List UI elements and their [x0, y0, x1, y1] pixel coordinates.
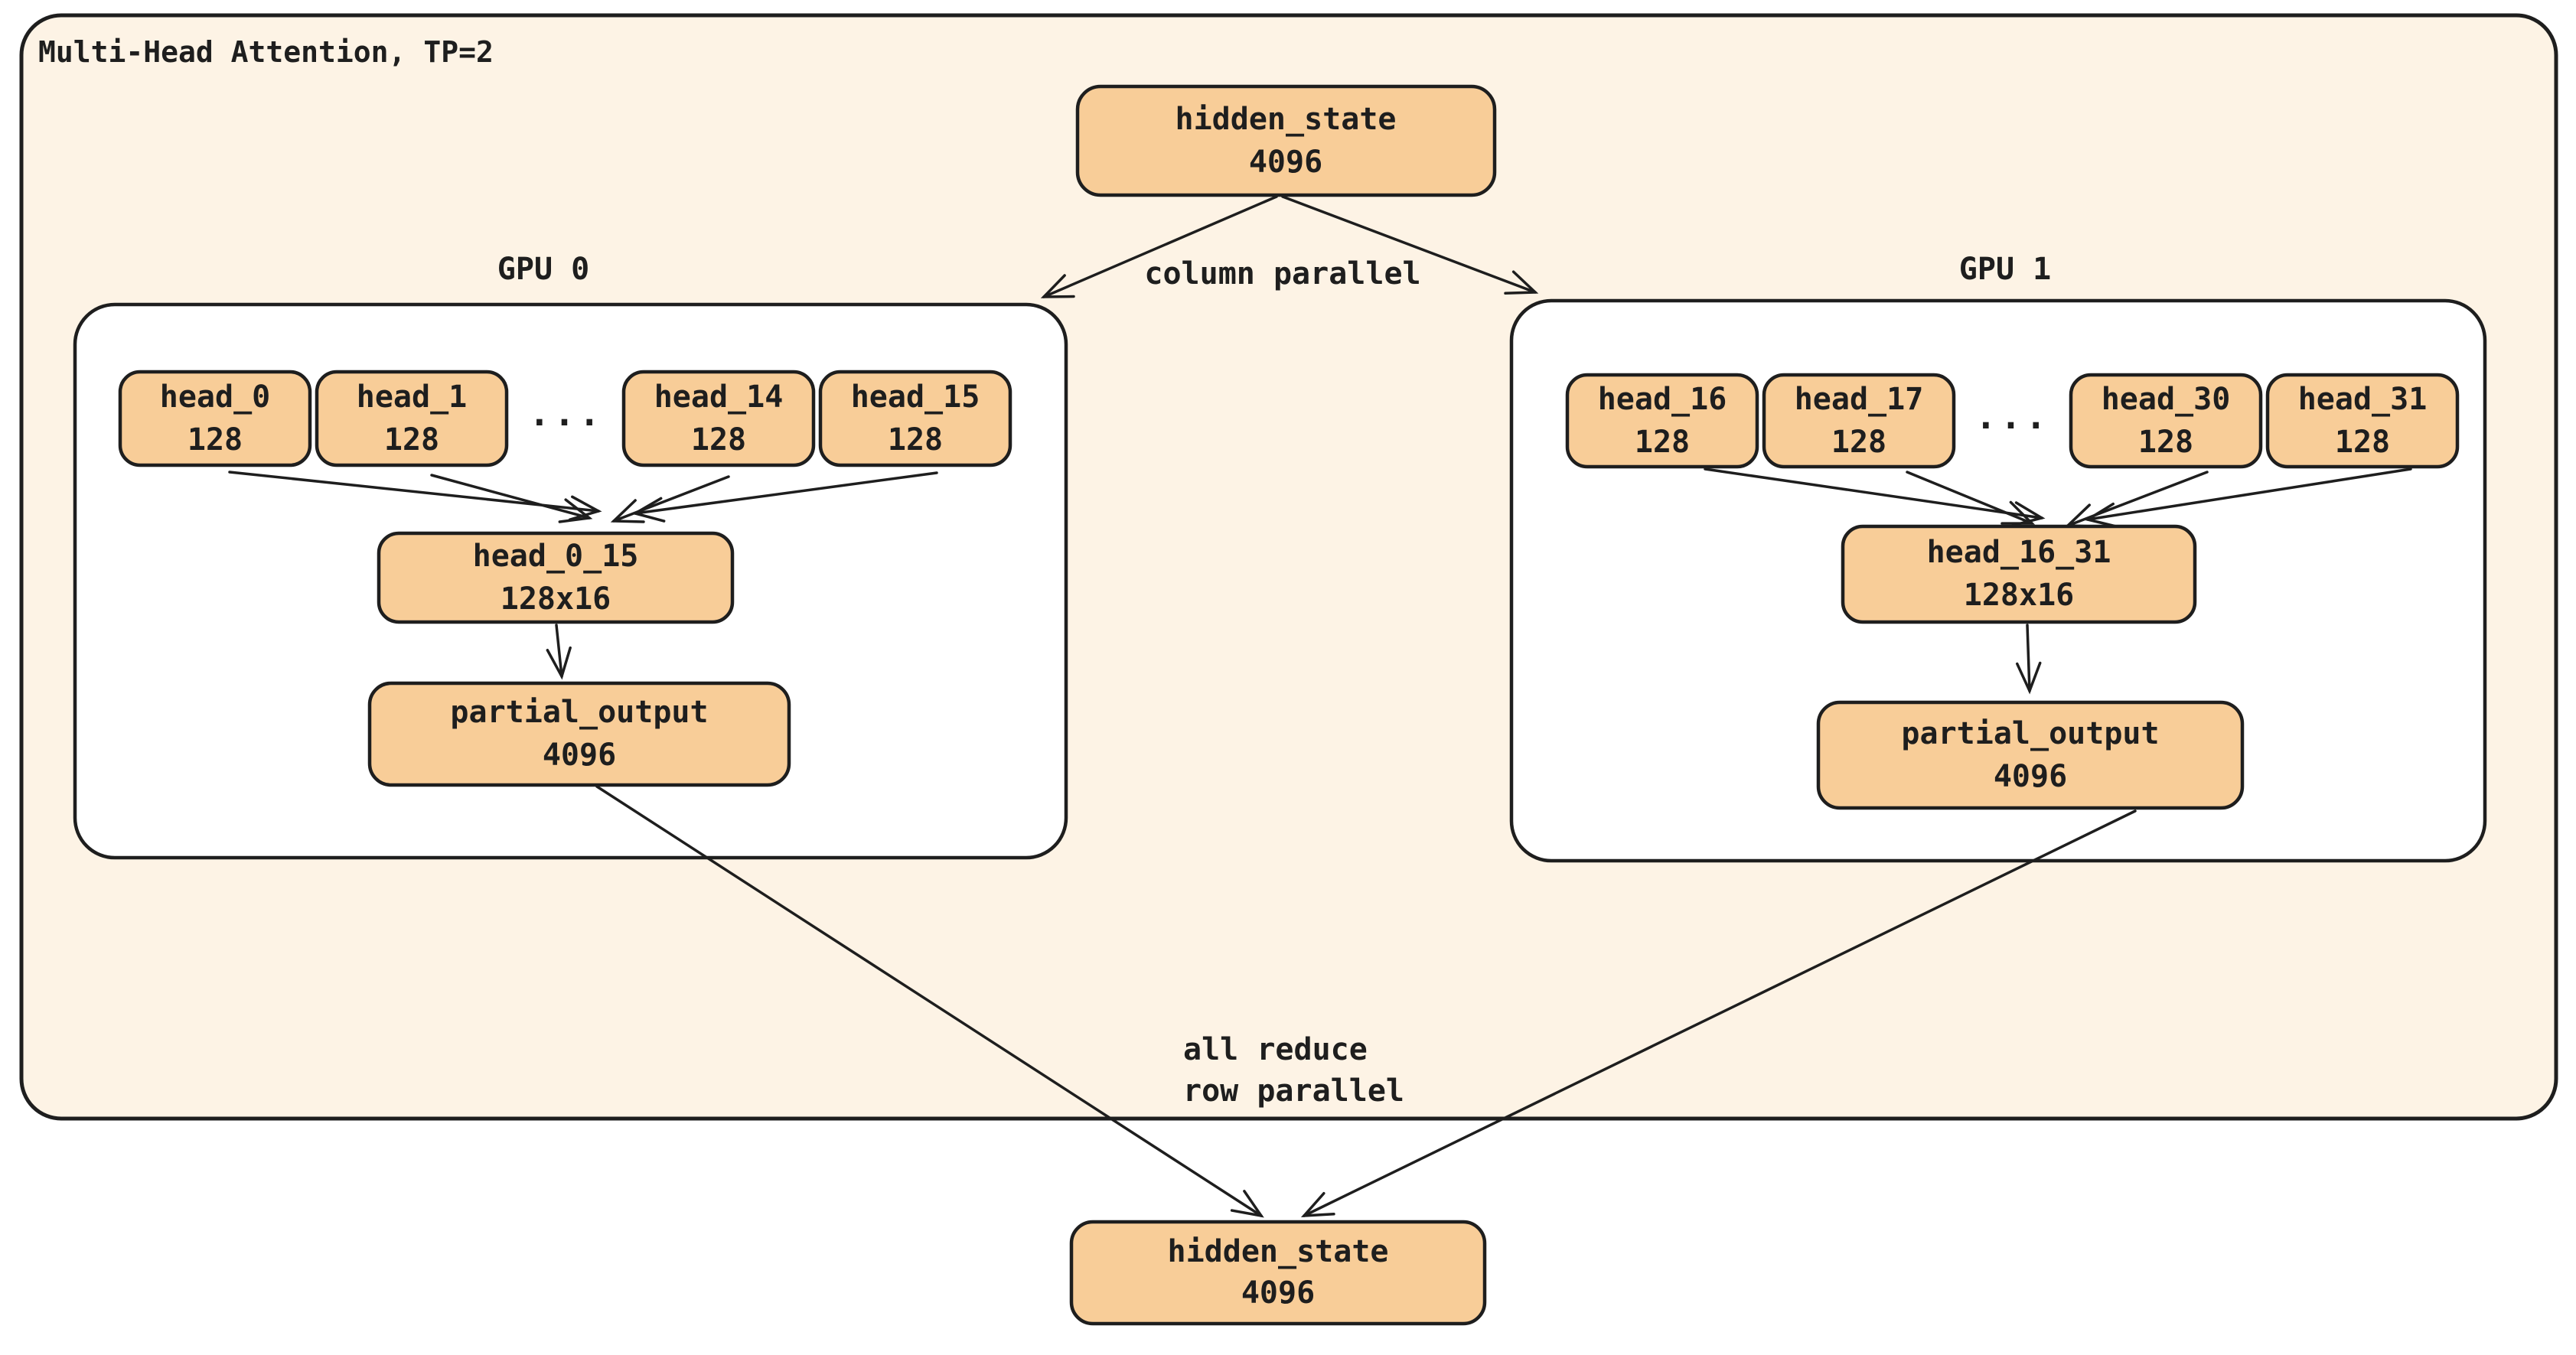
gpu0-label: GPU 0 [497, 252, 589, 287]
node-head-16: head_16 128 [1565, 373, 1759, 469]
node-head-15: head_15 128 [818, 370, 1012, 467]
node-dim: 4096 [1994, 759, 2067, 794]
node-hidden-state-top: hidden_state 4096 [1075, 84, 1497, 197]
node-dim: 128x16 [501, 581, 611, 617]
edge-head31-concat [2084, 467, 2412, 529]
node-hidden-state-bottom: hidden_state 4096 [1069, 1220, 1487, 1326]
node-dim: 128 [1831, 425, 1886, 460]
edge-partial0-hidden [595, 785, 1264, 1218]
node-label: head_14 [654, 379, 784, 415]
node-label: hidden_state [1176, 102, 1397, 137]
edge-head17-concat [1906, 471, 2036, 525]
gpu1-label: GPU 1 [1959, 252, 2051, 287]
label-all-reduce: all reduce [1183, 1032, 1368, 1067]
edge-partial1-hidden [1300, 809, 2137, 1217]
node-head-31: head_31 128 [2265, 373, 2460, 469]
edge-head16-concat [1704, 467, 2046, 527]
node-label: partial_output [450, 695, 708, 730]
node-head-14: head_14 128 [621, 370, 816, 467]
node-head-30: head_30 128 [2069, 373, 2263, 469]
node-dim: 4096 [1241, 1275, 1315, 1311]
node-head-16-31: head_16_31 128x16 [1841, 524, 2197, 624]
node-head-17: head_17 128 [1762, 373, 1956, 469]
node-dim: 128 [1635, 425, 1690, 460]
edge-concat1-partial1 [2016, 624, 2042, 695]
node-label: head_1 [357, 379, 468, 415]
node-partial-output-gpu1: partial_output 4096 [1816, 700, 2245, 810]
node-label: head_16_31 [1927, 535, 2111, 570]
node-dim: 128 [691, 422, 746, 458]
node-label: head_0 [160, 379, 271, 415]
node-label: head_16 [1598, 382, 1727, 417]
edge-split-left [1040, 195, 1278, 298]
edge-split-right [1281, 195, 1539, 295]
node-label: head_31 [2298, 382, 2428, 417]
node-dim: 128x16 [1964, 578, 2075, 613]
node-dim: 4096 [1249, 145, 1322, 180]
gpu1-ellipsis: ... [1975, 396, 2050, 437]
gpu0-ellipsis: ... [529, 392, 604, 434]
edge-concat0-partial0 [546, 624, 572, 680]
node-head-0: head_0 128 [118, 370, 312, 467]
node-dim: 128 [2138, 425, 2193, 460]
edge-head15-concat [631, 471, 938, 523]
node-partial-output-gpu0: partial_output 4096 [367, 681, 791, 787]
node-head-1: head_1 128 [315, 370, 509, 467]
node-dim: 4096 [543, 738, 616, 773]
node-dim: 128 [2335, 425, 2390, 460]
node-label: hidden_state [1168, 1234, 1389, 1269]
label-row-parallel: row parallel [1183, 1073, 1404, 1109]
node-dim: 128 [888, 422, 943, 458]
node-label: partial_output [1901, 716, 2159, 751]
node-label: head_17 [1795, 382, 1924, 417]
node-label: head_30 [2102, 382, 2231, 417]
diagram-title: Multi-Head Attention, TP=2 [38, 35, 494, 69]
node-label: head_15 [851, 379, 980, 415]
node-dim: 128 [384, 422, 439, 458]
edge-head1-concat [430, 474, 593, 523]
node-head-0-15: head_0_15 128x16 [377, 531, 735, 624]
node-label: head_0_15 [473, 539, 639, 574]
node-dim: 128 [187, 422, 243, 458]
label-column-parallel: column parallel [1144, 256, 1420, 292]
